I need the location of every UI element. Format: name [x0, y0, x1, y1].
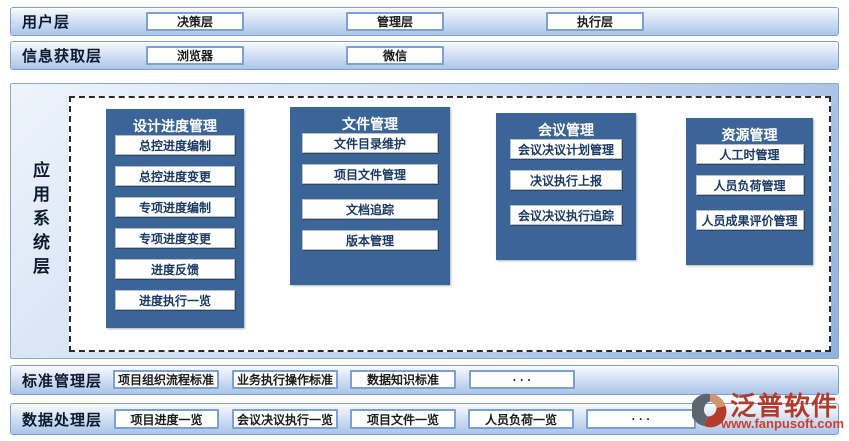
module-item-button[interactable]: 进度执行一览 — [115, 290, 235, 310]
data-button-ellipsis[interactable]: · · · — [586, 409, 696, 429]
info-layer-label: 信息获取层 — [22, 48, 103, 65]
module-item-button[interactable]: 文件目录维护 — [302, 133, 438, 153]
data-button-workload-overview[interactable]: 人员负荷一览 — [468, 409, 574, 429]
data-layer-label: 数据处理层 — [22, 411, 103, 429]
application-system-layer: 应用系统层 设计进度管理 总控进度编制 总控进度变更 专项进度编制 专项进度变更… — [10, 83, 839, 359]
user-button-execution[interactable]: 执行层 — [546, 12, 644, 31]
module-title: 会议管理 — [538, 122, 594, 138]
module-title: 文件管理 — [342, 116, 398, 132]
application-layer-label: 应用系统层 — [30, 161, 49, 281]
data-button-meeting-exec-overview[interactable]: 会议决议执行一览 — [232, 409, 338, 429]
module-meeting-management: 会议管理 会议决议计划管理 决议执行上报 会议决议执行追踪 — [496, 113, 636, 260]
module-title: 资源管理 — [721, 127, 778, 143]
module-item-button[interactable]: 进度反馈 — [115, 259, 235, 279]
standard-button-data-knowledge[interactable]: 数据知识标准 — [350, 370, 456, 389]
standard-button-business-ops[interactable]: 业务执行操作标准 — [232, 370, 338, 389]
module-item-button[interactable]: 人工时管理 — [695, 144, 804, 164]
data-button-file-overview[interactable]: 项目文件一览 — [350, 409, 456, 429]
user-button-management[interactable]: 管理层 — [346, 12, 444, 31]
application-modules-area: 设计进度管理 总控进度编制 总控进度变更 专项进度编制 专项进度变更 进度反馈 … — [69, 96, 831, 352]
module-item-button[interactable]: 专项进度编制 — [115, 197, 235, 217]
module-item-button[interactable]: 决议执行上报 — [510, 170, 622, 190]
module-item-button[interactable]: 项目文件管理 — [302, 164, 438, 184]
user-layer-label: 用户层 — [22, 14, 71, 31]
fanpu-brand-text: 泛普软件 — [730, 391, 839, 421]
module-file-management: 文件管理 文件目录维护 项目文件管理 文档追踪 版本管理 — [290, 107, 450, 285]
fanpu-url-text: www.fanpusoft.com — [721, 416, 845, 431]
module-item-button[interactable]: 会议决议执行追踪 — [510, 205, 622, 225]
module-item-button[interactable]: 会议决议计划管理 — [510, 139, 622, 159]
standard-layer-label: 标准管理层 — [22, 372, 103, 390]
info-acquisition-layer-bar: 信息获取层 浏览器 微信 — [10, 41, 839, 70]
module-resource-management: 资源管理 人工时管理 人员负荷管理 人员成果评价管理 — [686, 118, 813, 265]
module-item-button[interactable]: 总控进度编制 — [115, 135, 235, 155]
module-item-button[interactable]: 文档追踪 — [302, 199, 438, 219]
user-layer-bar: 用户层 决策层 管理层 执行层 — [10, 7, 839, 36]
module-item-button[interactable]: 总控进度变更 — [115, 166, 235, 186]
fanpu-logo-icon — [690, 392, 728, 428]
module-item-button[interactable]: 人员成果评价管理 — [695, 210, 804, 230]
standard-button-ellipsis[interactable]: · · · — [469, 370, 575, 389]
module-item-button[interactable]: 专项进度变更 — [115, 228, 235, 248]
info-button-wechat[interactable]: 微信 — [346, 46, 444, 65]
module-title: 设计进度管理 — [133, 118, 217, 134]
standard-button-org-process[interactable]: 项目组织流程标准 — [113, 370, 219, 389]
module-item-button[interactable]: 人员负荷管理 — [695, 175, 804, 195]
fanpu-watermark: 泛普软件 www.fanpusoft.com — [688, 390, 848, 440]
info-button-browser[interactable]: 浏览器 — [146, 46, 244, 65]
data-button-progress-overview[interactable]: 项目进度一览 — [114, 409, 219, 429]
standard-management-layer-bar: 标准管理层 项目组织流程标准 业务执行操作标准 数据知识标准 · · · — [10, 365, 839, 395]
user-button-decision[interactable]: 决策层 — [146, 12, 244, 31]
module-item-button[interactable]: 版本管理 — [302, 230, 438, 250]
module-design-progress: 设计进度管理 总控进度编制 总控进度变更 专项进度编制 专项进度变更 进度反馈 … — [106, 109, 244, 328]
